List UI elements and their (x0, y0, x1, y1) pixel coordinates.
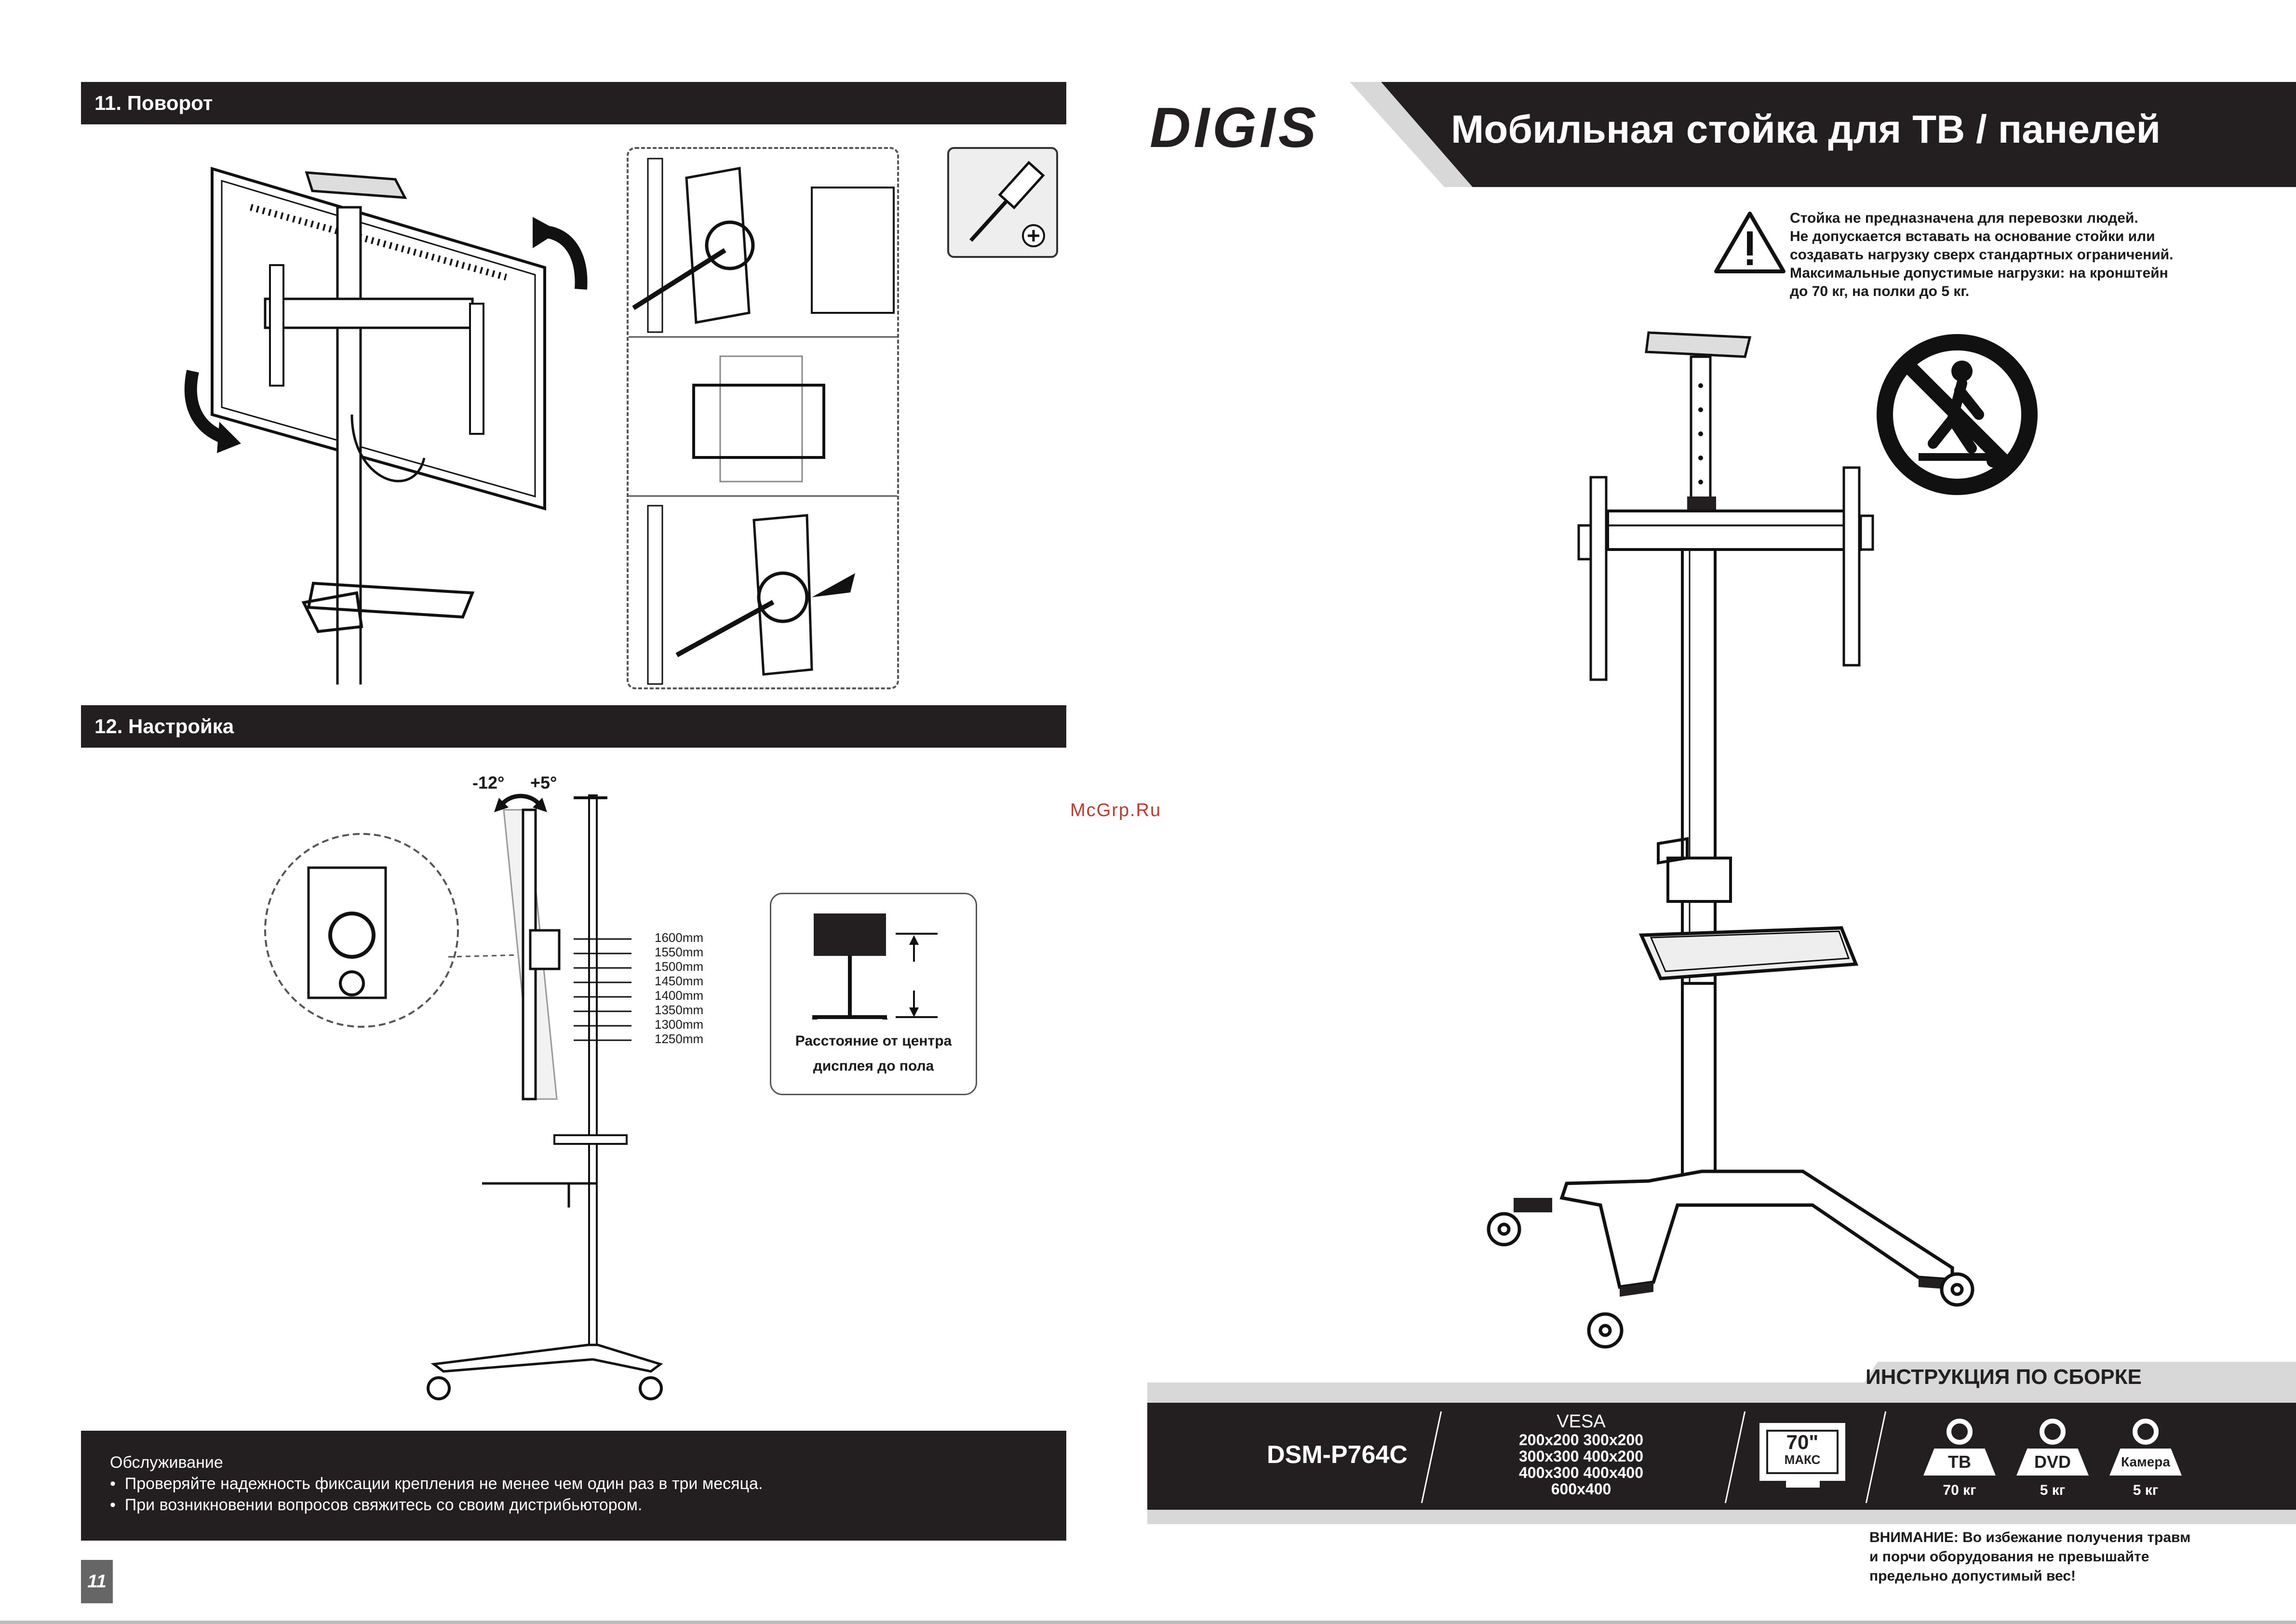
rotate-clockwise-arrow-icon (533, 217, 588, 290)
load-tv: ТВ 70 кг (1914, 1417, 2005, 1499)
warning-line: Стойка не предназначена для перевозки лю… (1790, 210, 2138, 226)
load-dvd: DVD 5 кг (2007, 1417, 2098, 1499)
weight-ring-icon (1947, 1419, 1973, 1445)
bottom-edge (0, 1621, 2296, 1624)
weight-ring-icon (2133, 1419, 2159, 1445)
section-12-header: 12. Настройка (81, 705, 1066, 748)
height-label: 1350mm (655, 1003, 704, 1017)
maintenance-item: • Проверяйте надежность фиксации креплен… (110, 1475, 763, 1493)
height-label: 1500mm (655, 959, 704, 974)
warning-line: Не допускается вставать на основание сто… (1790, 228, 2155, 244)
tilt-height-illustration (264, 793, 663, 1400)
safety-warning-text: Стойка не предназначена для перевозки лю… (1790, 209, 2173, 301)
tilt-negative-angle: -12° (472, 773, 505, 792)
load-weight: 70 кг (1943, 1482, 1976, 1498)
tilt-positive-angle: +5° (530, 773, 557, 792)
vesa-label: VESA (1557, 1411, 1606, 1432)
load-label: ТВ (1923, 1449, 1996, 1476)
overload-warning-line: ВНИМАНИЕ: Во избежание получения травм (1869, 1530, 2191, 1545)
load-camera: Камера 5 кг (2100, 1417, 2191, 1499)
rotation-detail-panel (627, 147, 899, 689)
brand-logo: DIGIS (1150, 96, 1319, 160)
screen-size-icon: 70" МАКС (1759, 1423, 1845, 1481)
maintenance-title: Обслуживание (110, 1453, 223, 1472)
weight-ring-icon (2040, 1419, 2066, 1445)
maintenance-item: • При возникновении вопросов свяжитесь с… (110, 1496, 643, 1514)
distance-caption-line-2: дисплея до пола (813, 1058, 934, 1074)
maintenance-item-text: Проверяйте надежность фиксации крепления… (124, 1475, 763, 1493)
rotation-detail-steps (629, 158, 897, 685)
vesa-size: 600x400 (1551, 1480, 1611, 1498)
warning-triangle-icon (1714, 212, 1786, 273)
vesa-size: 300x300 400x200 (1518, 1448, 1644, 1465)
screwdriver-icon (969, 161, 1045, 247)
spec-bar-shadow (1147, 1510, 2296, 1524)
load-weight: 5 кг (2040, 1482, 2066, 1498)
maintenance-item-text: При возникновении вопросов свяжитесь со … (124, 1496, 643, 1514)
height-label: 1550mm (655, 945, 704, 959)
warning-line: Максимальные допустимые нагрузки: на кро… (1790, 265, 2168, 281)
screen-size-max: МАКС (1784, 1452, 1821, 1467)
section-11-title: 11. Поворот (94, 92, 213, 114)
rotate-counterclockwise-arrow-icon (184, 370, 241, 453)
title-banner (1381, 82, 2296, 187)
spec-divider (1724, 1411, 1746, 1503)
load-label: Камера (2109, 1449, 2182, 1476)
warning-line: до 70 кг, на полки до 5 кг. (1790, 283, 1970, 299)
screen-size-frame: 70" МАКС (1766, 1430, 1839, 1474)
spec-divider (1865, 1411, 1887, 1503)
section-12-title: 12. Настройка (94, 715, 234, 738)
height-label: 1600mm (655, 930, 704, 945)
spec-bar: DSM-P764C VESA 200x200 300x200 300x300 4… (1147, 1403, 2296, 1510)
screen-stand-icon (1786, 1481, 1820, 1488)
height-label: 1400mm (655, 988, 704, 1003)
display-distance-box: Расстояние от центра дисплея до пола (770, 893, 977, 1095)
screwdriver-tool-box (947, 147, 1058, 258)
height-scale-labels: 1600mm 1550mm 1500mm 1450mm 1400mm 1350m… (655, 930, 703, 1046)
vesa-size: 200x200 300x200 (1518, 1431, 1644, 1449)
vesa-size: 400x300 400x400 (1518, 1464, 1644, 1481)
display-height-diagram (812, 913, 938, 1023)
height-label: 1300mm (655, 1017, 704, 1032)
spec-divider (1421, 1411, 1442, 1503)
assembly-title: ИНСТРУКЦИЯ ПО СБОРКЕ (1866, 1365, 2142, 1389)
load-label: DVD (2016, 1449, 2089, 1476)
model-number: DSM-P764C (1267, 1441, 1408, 1469)
section-11-header: 11. Поворот (81, 82, 1066, 124)
vesa-spec: VESA 200x200 300x200 300x300 400x200 400… (1485, 1411, 1678, 1497)
load-weight: 5 кг (2133, 1482, 2159, 1498)
mobile-stand-illustration (1487, 331, 1974, 1349)
overload-warning-line: и порчи оборудования не превышайте (1869, 1549, 2149, 1565)
height-label: 1450mm (655, 974, 704, 988)
maintenance-box: Обслуживание • Проверяйте надежность фик… (81, 1431, 1066, 1541)
assembly-tab (1851, 1362, 2296, 1403)
rotation-illustration (211, 166, 546, 684)
overload-warning: ВНИМАНИЕ: Во избежание получения травм и… (1869, 1528, 2190, 1586)
watermark: McGrp.Ru (1070, 800, 1162, 820)
screen-size-value: 70" (1786, 1431, 1819, 1453)
distance-caption-line-1: Расстояние от центра (795, 1033, 952, 1049)
no-riding-prohibition-icon (1877, 334, 2038, 495)
overload-warning-line: предельно допустимый вес! (1869, 1568, 2076, 1584)
height-label: 1250mm (655, 1032, 704, 1046)
page-number: 11 (81, 1560, 113, 1603)
warning-line: создавать нагрузку сверх стандартных огр… (1790, 247, 2174, 263)
display-distance-caption: Расстояние от центра дисплея до пола (771, 1029, 976, 1079)
page-title: Мобильная стойка для ТВ / панелей (1451, 107, 2161, 151)
